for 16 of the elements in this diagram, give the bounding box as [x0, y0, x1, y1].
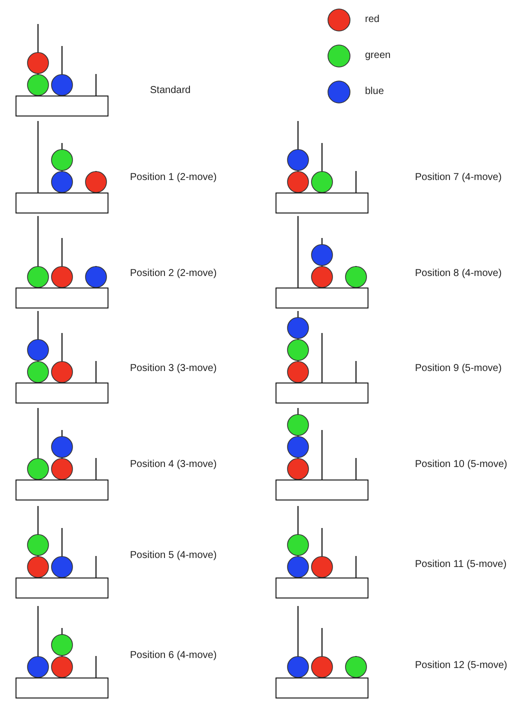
- position-label: Standard: [150, 85, 191, 96]
- position-label: Position 5 (4-move): [130, 550, 217, 561]
- position-label: Position 2 (2-move): [130, 268, 217, 279]
- position-label: Position 11 (5-move): [415, 559, 507, 570]
- position-label: Position 3 (3-move): [130, 363, 217, 374]
- position-label: Position 12 (5-move): [415, 660, 508, 671]
- position-label: Position 4 (3-move): [130, 459, 217, 470]
- position-label: Position 10 (5-move): [415, 459, 508, 470]
- position-label: Position 7 (4-move): [415, 172, 502, 183]
- position-label: Position 8 (4-move): [415, 268, 502, 279]
- legend-label: blue: [365, 86, 384, 97]
- position-label: Position 9 (5-move): [415, 363, 502, 374]
- legend-label: red: [365, 14, 380, 25]
- legend-label: green: [365, 50, 391, 61]
- position-label: Position 1 (2-move): [130, 172, 217, 183]
- position-label: Position 6 (4-move): [130, 650, 217, 661]
